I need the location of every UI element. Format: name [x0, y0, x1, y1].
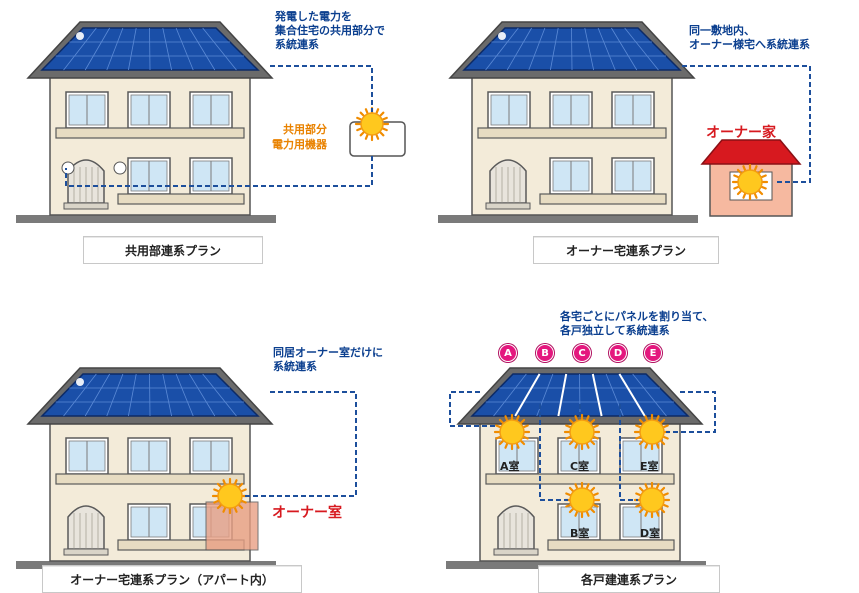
panel-divider [618, 373, 646, 417]
owner-room-label: オーナー室 [272, 505, 342, 521]
plan-note: 各宅ごとにパネルを割り当て、 各戸独立して系統連系 [560, 310, 714, 337]
solar-panel [40, 373, 260, 417]
wire-line [619, 404, 638, 501]
unit-badge-c: C [573, 344, 591, 362]
sparkle-icon [76, 378, 84, 386]
balcony [547, 539, 675, 551]
owner-house-label: オーナー家 [706, 125, 776, 141]
plan-title: オーナー宅連系プラン（アパート内） [42, 565, 302, 593]
door-step [485, 202, 531, 210]
wire-line [449, 391, 498, 427]
wire-line [539, 404, 568, 501]
common-device-label: 共用部分 電力用機器 [272, 123, 327, 151]
wire-line [682, 65, 811, 183]
wire-line [270, 65, 373, 112]
unit-badge-e: E [644, 344, 662, 362]
owner-house-roof [700, 139, 802, 165]
panel-divider [557, 373, 568, 417]
lamp-icon [113, 161, 127, 175]
sparkle-icon [76, 32, 84, 40]
balcony [477, 127, 667, 139]
sun-icon [731, 163, 769, 201]
house-illustration-1 [16, 21, 406, 223]
room-label-b: B室 [570, 527, 590, 540]
wire-line [244, 391, 357, 497]
solar-panel [40, 27, 260, 71]
owner-room-highlight [205, 501, 259, 551]
sun-icon [633, 481, 671, 519]
sun-icon [633, 413, 671, 451]
panel-common-area-plan: 発電した電力を 集合住宅の共用部分で 系統連系 共用部分 電力用機器 共用部連系… [0, 0, 430, 296]
wire-line [65, 156, 373, 187]
panel-per-unit-plan: 各宅ごとにパネルを割り当て、 各戸独立して系統連系 A B C D E A室 C… [430, 296, 859, 593]
ground [16, 215, 276, 223]
panel-owner-room-plan: 同居オーナー室だけに 系統連系 オーナー室 オーナー宅連系プラン（アパート内） [0, 296, 430, 593]
ground [438, 215, 698, 223]
balcony [55, 127, 245, 139]
sun-icon [563, 481, 601, 519]
room-label-d: D室 [640, 527, 661, 540]
door-step [63, 548, 109, 556]
sun-icon [211, 477, 249, 515]
room-label-a: A室 [500, 460, 520, 473]
unit-badge-a: A [499, 344, 517, 362]
house-illustration-4 [446, 367, 716, 569]
lamp-icon [61, 161, 75, 175]
balcony [117, 193, 245, 205]
wire-line [666, 391, 716, 433]
balcony [55, 473, 245, 485]
panel-divider [591, 373, 603, 417]
sparkle-icon [498, 32, 506, 40]
room-label-e: E室 [640, 460, 659, 473]
house-illustration-2 [438, 21, 811, 223]
plan-note: 発電した電力を 集合住宅の共用部分で 系統連系 [275, 10, 385, 51]
plan-title: 各戸建連系プラン [538, 565, 720, 593]
sun-icon [493, 413, 531, 451]
sun-icon [563, 413, 601, 451]
plan-note: 同居オーナー室だけに 系統連系 [273, 346, 383, 373]
room-label-c: C室 [570, 460, 590, 473]
unit-badge-d: D [609, 344, 627, 362]
house-illustration-3 [16, 367, 357, 569]
unit-badge-b: B [536, 344, 554, 362]
door-step [63, 202, 109, 210]
panel-owner-house-plan: 同一敷地内、 オーナー様宅へ系統連系 オーナー家 オーナー宅連系プラン [430, 0, 859, 296]
door-step [493, 548, 539, 556]
balcony [485, 473, 675, 485]
plan-title: 共用部連系プラン [83, 236, 263, 264]
panel-divider [514, 373, 541, 417]
balcony [539, 193, 667, 205]
sun-icon [354, 106, 390, 142]
plan-note: 同一敷地内、 オーナー様宅へ系統連系 [689, 24, 810, 51]
solar-panel [462, 27, 682, 71]
plan-title: オーナー宅連系プラン [533, 236, 719, 264]
